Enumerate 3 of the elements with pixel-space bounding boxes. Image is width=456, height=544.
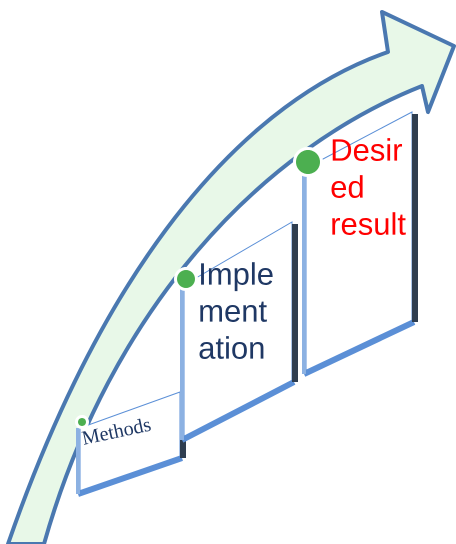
step-box: Imple ment ation xyxy=(174,221,298,443)
step-box: Desir ed result xyxy=(293,111,418,377)
step-box: Methods xyxy=(75,391,186,497)
